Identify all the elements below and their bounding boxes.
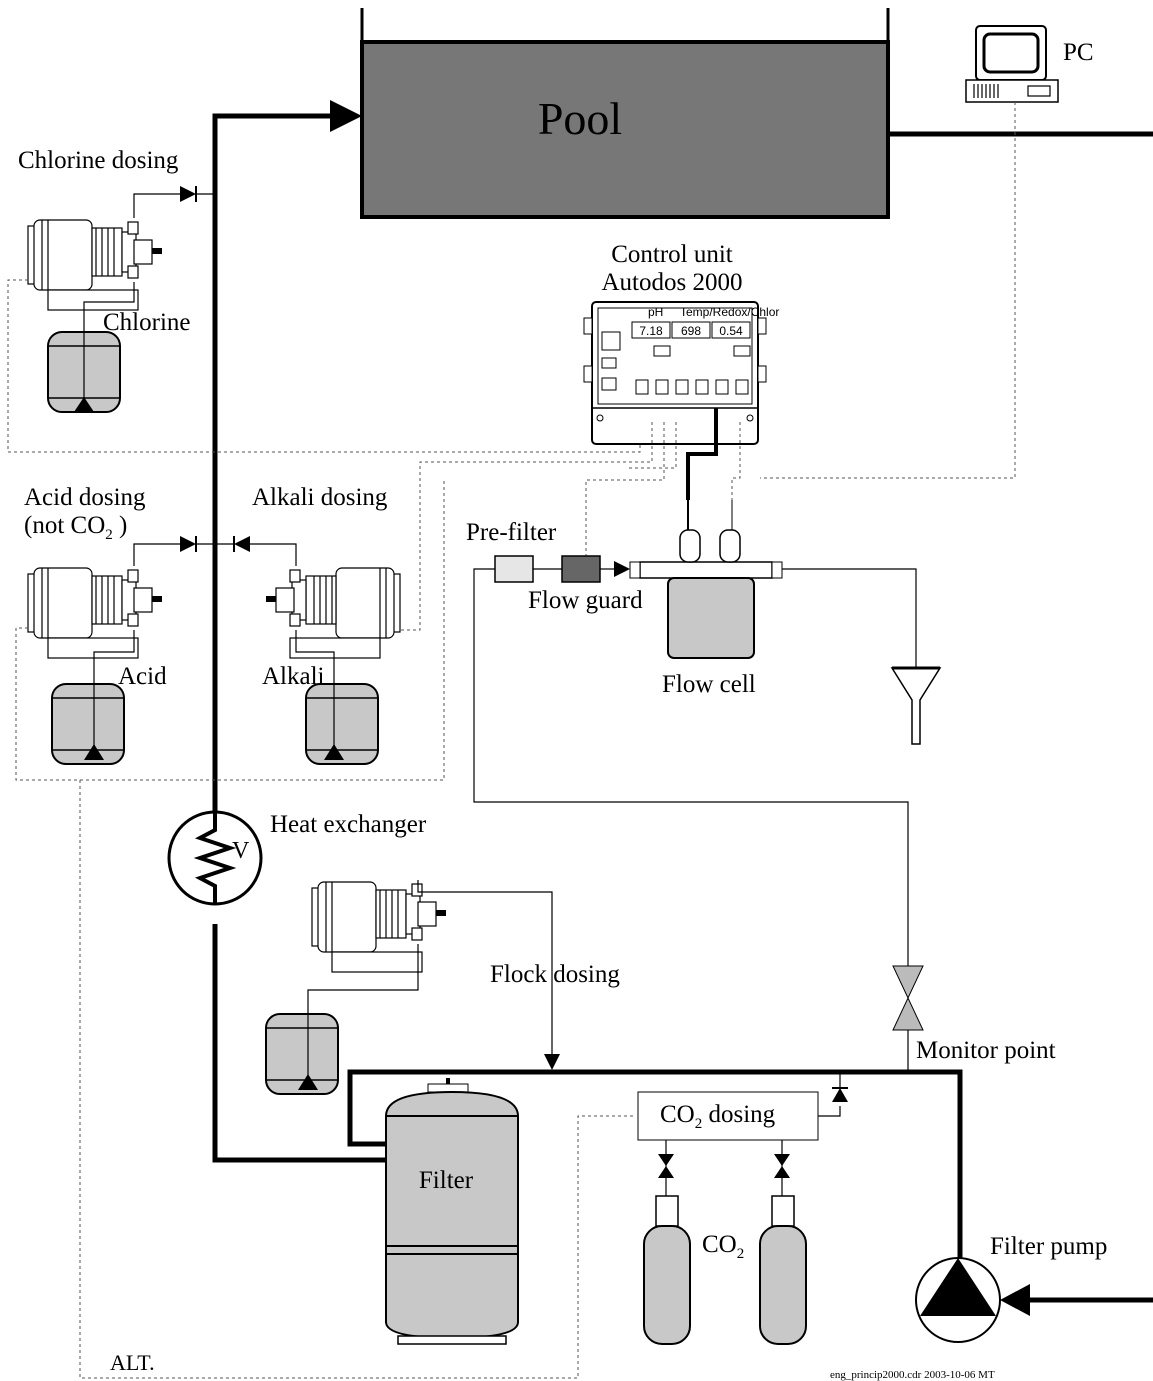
acid-label: Acid bbox=[118, 663, 167, 690]
chlorine-check-valve-icon bbox=[180, 186, 196, 202]
co2-check-valve-icon bbox=[832, 1088, 848, 1102]
control-unit-label-line1: Control unit bbox=[611, 241, 733, 268]
control-unit-label-line2: Autodos 2000 bbox=[602, 269, 743, 296]
alkali-tank bbox=[305, 683, 379, 765]
flock-dosing-label: Flock dosing bbox=[490, 961, 620, 988]
control-unit-header-left: pH bbox=[648, 305, 663, 319]
acid-check-valve-icon bbox=[180, 536, 196, 552]
filter-pump-label: Filter pump bbox=[990, 1233, 1107, 1260]
alt-label: ALT. bbox=[110, 1350, 155, 1375]
acid-tank bbox=[51, 683, 125, 765]
acid-pump bbox=[27, 567, 163, 659]
flow-guard bbox=[561, 555, 601, 583]
control-unit: pH Temp/Redox/Chlor 7.18 698 0.54 bbox=[583, 301, 779, 445]
display-ph: 7.18 bbox=[639, 324, 663, 338]
monitor-point-label: Monitor point bbox=[916, 1037, 1056, 1064]
chlorine-pump bbox=[27, 219, 163, 311]
filter-outlet-pipe bbox=[212, 924, 392, 1163]
co2-dosing-box bbox=[637, 1091, 819, 1141]
chlorine-dosing-label: Chlorine dosing bbox=[18, 147, 179, 174]
pc-icon bbox=[965, 25, 1059, 103]
filter-pump-inlet-arrow bbox=[1000, 1284, 1030, 1316]
heat-exchanger-symbol: V bbox=[232, 838, 250, 864]
pool: Pool bbox=[360, 8, 890, 219]
flock-tank bbox=[265, 1013, 339, 1095]
pre-filter-label: Pre-filter bbox=[466, 519, 557, 546]
main-return-pipe bbox=[212, 113, 350, 820]
co2-dosing-label: CO2 dosing bbox=[660, 1101, 776, 1132]
flock-pump bbox=[311, 881, 447, 973]
filter bbox=[385, 1078, 519, 1345]
drain-funnel-icon bbox=[890, 666, 942, 745]
pre-filter bbox=[494, 555, 534, 583]
flow-guard-label: Flow guard bbox=[528, 587, 643, 614]
acid-dosing-label-line1: Acid dosing bbox=[24, 484, 146, 511]
display-redox: 698 bbox=[681, 324, 701, 338]
pc-label: PC bbox=[1063, 39, 1094, 66]
flow-guard-check-valve-icon bbox=[614, 561, 630, 577]
filter-inlet-pipe bbox=[347, 1069, 963, 1260]
chlorine-label: Chlorine bbox=[103, 309, 191, 336]
co2-valve-left-icon bbox=[658, 1154, 674, 1178]
heat-exchanger: V bbox=[167, 810, 263, 906]
co2-cylinder-left bbox=[643, 1195, 691, 1345]
alkali-pump bbox=[265, 567, 401, 659]
alkali-check-valve-icon bbox=[234, 536, 250, 552]
control-unit-header-right: Temp/Redox/Chlor bbox=[680, 305, 779, 319]
alkali-dosing-label: Alkali dosing bbox=[252, 484, 388, 511]
display-chlorine: 0.54 bbox=[719, 324, 743, 338]
flow-cell-label: Flow cell bbox=[662, 671, 756, 698]
footer-caption: eng_princip2000.cdr 2003-10-06 MT bbox=[830, 1369, 995, 1381]
co2-cylinder-right bbox=[759, 1195, 807, 1345]
flow-cell bbox=[629, 500, 783, 659]
filter-label: Filter bbox=[419, 1167, 474, 1194]
co2-valve-right-icon bbox=[774, 1154, 790, 1178]
acid-dosing-label-line2: (not CO2 ) bbox=[24, 512, 127, 543]
monitor-point-valve-icon bbox=[892, 965, 924, 1031]
pool-label: Pool bbox=[538, 93, 622, 144]
flock-dosing-arrow-icon bbox=[544, 1054, 560, 1070]
pool-inlet-arrow bbox=[330, 100, 362, 132]
heat-exchanger-label: Heat exchanger bbox=[270, 811, 427, 838]
co2-label: CO2 bbox=[702, 1231, 744, 1262]
filter-pump bbox=[915, 1257, 1001, 1343]
